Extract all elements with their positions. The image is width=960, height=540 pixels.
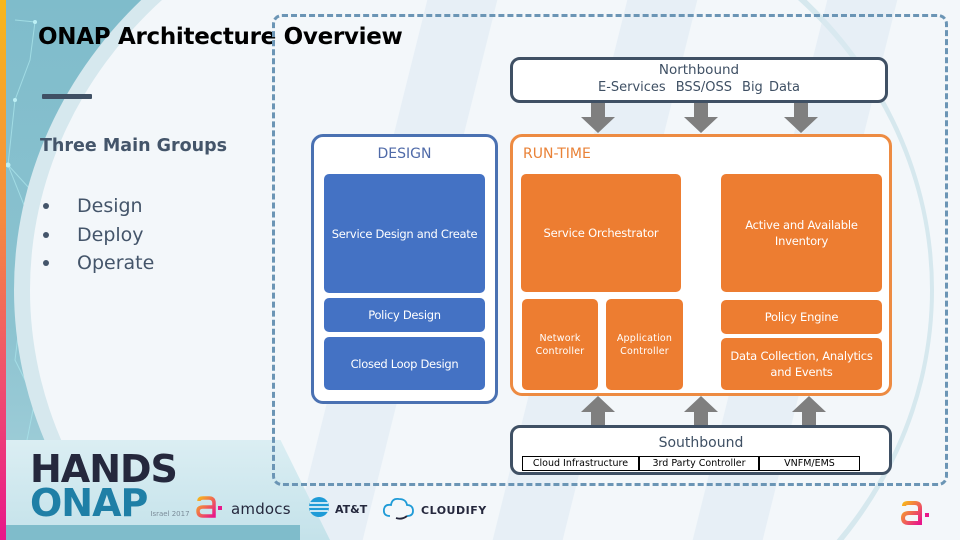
logo-line-2-text: ONAP — [30, 481, 148, 525]
northbound-box: Northbound E-Services BSS/OSS Big Data — [510, 57, 888, 103]
bullet-dot-icon — [43, 260, 49, 267]
inventory-block: Active and Available Inventory — [721, 174, 882, 292]
onap-platform-frame — [272, 14, 948, 486]
amdocs-logo: amdocs — [196, 496, 291, 522]
background-bottom-strip — [0, 525, 300, 540]
bullet-text: Deploy — [77, 223, 144, 246]
northbound-item: Big Data — [742, 80, 800, 95]
bullet-item: Deploy — [40, 221, 154, 250]
arrow-up-icon — [792, 396, 826, 426]
title-underline — [42, 94, 92, 99]
design-label: DESIGN — [377, 146, 432, 162]
design-group: DESIGN Service Design and Create Policy … — [311, 134, 498, 404]
logo-subtext: Israel 2017 — [150, 510, 190, 518]
northbound-item: BSS/OSS — [675, 80, 733, 95]
bullet-item: Operate — [40, 249, 154, 278]
subtitle: Three Main Groups — [40, 136, 228, 156]
accent-gradient-bar — [0, 0, 6, 540]
page-title: ONAP Architecture Overview — [38, 24, 403, 50]
att-name: AT&T — [335, 502, 368, 516]
runtime-label: RUN-TIME — [523, 146, 591, 162]
application-controller-block: Application Controller — [606, 299, 683, 390]
bullet-dot-icon — [43, 203, 49, 210]
arrow-down-icon — [581, 103, 615, 133]
data-collection-block: Data Collection, Analytics and Events — [721, 338, 882, 390]
arrow-up-icon — [684, 396, 718, 426]
service-orchestrator-block: Service Orchestrator — [521, 174, 681, 292]
northbound-items: E-Services BSS/OSS Big Data — [513, 79, 885, 96]
att-logo: AT&T — [308, 496, 367, 522]
amdocs-icon — [196, 496, 226, 522]
network-controller-block: Network Controller — [522, 299, 598, 390]
southbound-item: VNFM/EMS — [759, 456, 860, 471]
policy-design-block: Policy Design — [324, 298, 485, 332]
runtime-group: RUN-TIME Service Orchestrator Network Co… — [510, 134, 892, 396]
cloudify-logo: CLOUDIFY — [382, 496, 487, 524]
amdocs-name: amdocs — [231, 500, 291, 518]
southbound-item: Cloud Infrastructure — [522, 456, 639, 471]
amdocs-corner-icon — [900, 500, 934, 531]
northbound-item: E-Services — [597, 80, 666, 95]
service-design-block: Service Design and Create — [324, 174, 485, 293]
arrow-down-icon — [684, 103, 718, 133]
southbound-item: 3rd Party Controller — [639, 456, 759, 471]
southbound-box: Southbound Cloud Infrastructure 3rd Part… — [510, 425, 892, 475]
bullet-list: Design Deploy Operate — [40, 192, 154, 278]
bullet-text: Operate — [77, 252, 155, 275]
cloudify-name: CLOUDIFY — [421, 503, 487, 517]
arrow-down-icon — [784, 103, 818, 133]
cloudify-cloud-icon — [382, 496, 416, 524]
arrow-up-icon — [581, 396, 615, 426]
closed-loop-design-block: Closed Loop Design — [324, 337, 485, 390]
bullet-dot-icon — [43, 231, 49, 238]
bullet-item: Design — [40, 192, 154, 221]
southbound-title: Southbound — [658, 435, 744, 451]
background-bottom-band — [0, 440, 330, 540]
northbound-title: Northbound — [658, 62, 740, 78]
policy-engine-block: Policy Engine — [721, 300, 882, 334]
bullet-text: Design — [77, 195, 143, 218]
att-globe-icon — [308, 496, 330, 522]
logo-line-1: HANDS — [30, 447, 178, 491]
